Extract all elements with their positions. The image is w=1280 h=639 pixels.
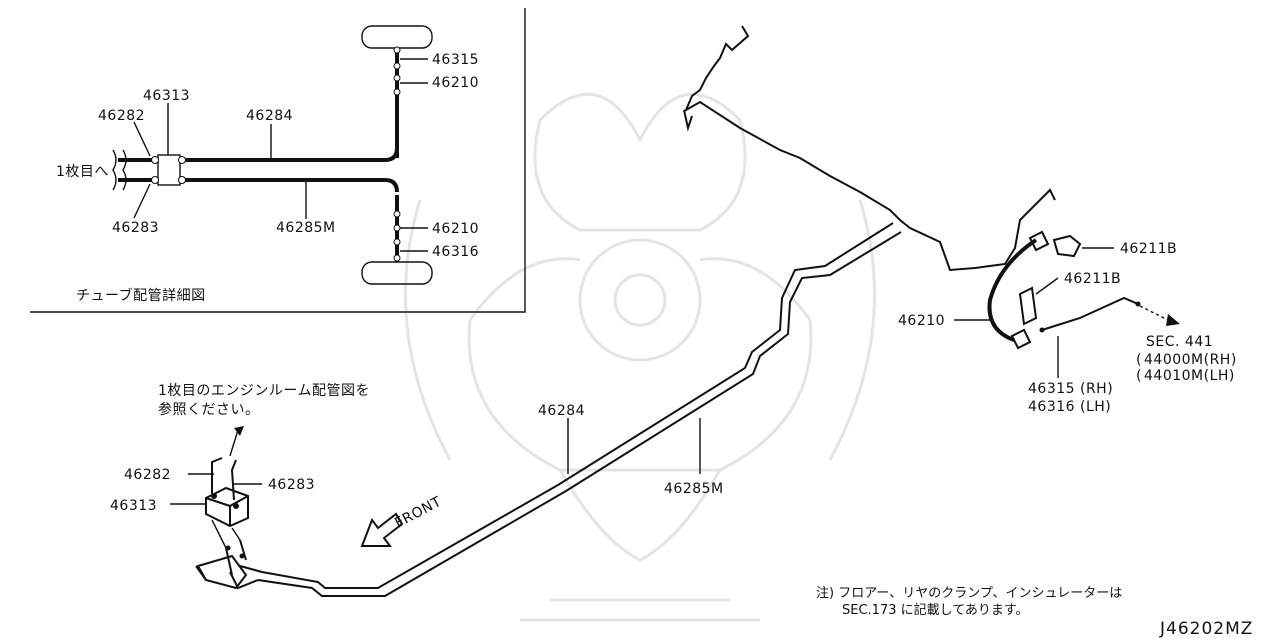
- label-46285m: 46285M: [664, 481, 724, 497]
- inset-label-46282: 46282: [98, 108, 145, 124]
- label-46210: 46210: [898, 313, 945, 329]
- front-label: FRONT: [392, 494, 444, 532]
- footnote-line2: SEC.173 に記載してあります。: [842, 602, 1029, 618]
- label-46283: 46283: [268, 477, 315, 493]
- arrow-sec441-icon: [1166, 314, 1180, 326]
- tube-46283: [230, 459, 237, 501]
- inset-label-46283: 46283: [112, 220, 159, 236]
- tube-46285m: [257, 231, 902, 597]
- engine-room-ref-note-line1: 1枚目のエンジンルーム配管図を: [158, 383, 370, 399]
- inset-detail-box: 46313 46282 46283 46284 46285M 46315 462…: [30, 8, 526, 313]
- tube-46315-46316: [1041, 296, 1139, 331]
- clamp-bracket-left: [196, 554, 248, 590]
- clip-46211b-lower: [1018, 286, 1038, 326]
- svg-text:(: (: [1136, 368, 1142, 384]
- inset-label-46284: 46284: [246, 108, 293, 124]
- inset-label-46316: 46316: [432, 244, 479, 260]
- label-46315-rh: 46315 (RH): [1028, 381, 1113, 397]
- rear-brake-hose-assembly: [987, 230, 1180, 350]
- front-arrow-icon: [360, 512, 404, 547]
- clip-46211b-upper: [1052, 234, 1082, 258]
- label-46284: 46284: [538, 403, 585, 419]
- inset-wheel-top: [361, 25, 433, 49]
- inset-wheel-bottom: [361, 261, 433, 285]
- inset-to-page1-label: 1枚目へ: [56, 164, 109, 180]
- inset-tube-46285m: [185, 178, 399, 193]
- inset-junction-block: [157, 154, 181, 186]
- inset-title: チューブ配管詳細図: [76, 287, 206, 304]
- inset-label-46315: 46315: [432, 52, 479, 68]
- arrow-to-engine-room-icon: [234, 426, 244, 436]
- inset-label-46285m: 46285M: [276, 220, 336, 236]
- label-sec441: SEC. 441: [1146, 334, 1213, 350]
- label-44010m: 44010M(LH): [1144, 368, 1235, 384]
- inset-label-46313: 46313: [143, 88, 190, 104]
- tube-46284: [261, 222, 894, 589]
- inset-label-46210-top: 46210: [432, 75, 479, 91]
- inset-border: [30, 8, 526, 313]
- label-46282: 46282: [124, 467, 171, 483]
- body-outline-upper: [683, 25, 1056, 272]
- watermark-emblem: [403, 92, 877, 622]
- inset-tube-46284: [185, 147, 399, 162]
- label-46211b-lower: 46211B: [1064, 271, 1121, 287]
- label-44000m: 44000M(RH): [1144, 352, 1237, 368]
- svg-text:(: (: [1136, 352, 1142, 368]
- hose-46210: [987, 238, 1038, 342]
- label-46316-lh: 46316 (LH): [1028, 399, 1111, 415]
- label-46313: 46313: [110, 498, 157, 514]
- footnote-line1: 注) フロアー、リヤのクランプ、インシュレーターは: [816, 586, 1122, 601]
- tube-46282: [211, 457, 223, 494]
- inset-label-46210-bottom: 46210: [432, 221, 479, 237]
- diagram-code: J46202MZ: [1159, 619, 1253, 639]
- engine-room-ref-note-line2: 参照ください。: [158, 401, 260, 418]
- label-46211b-upper: 46211B: [1120, 241, 1177, 257]
- junction-block-46313: [205, 486, 249, 549]
